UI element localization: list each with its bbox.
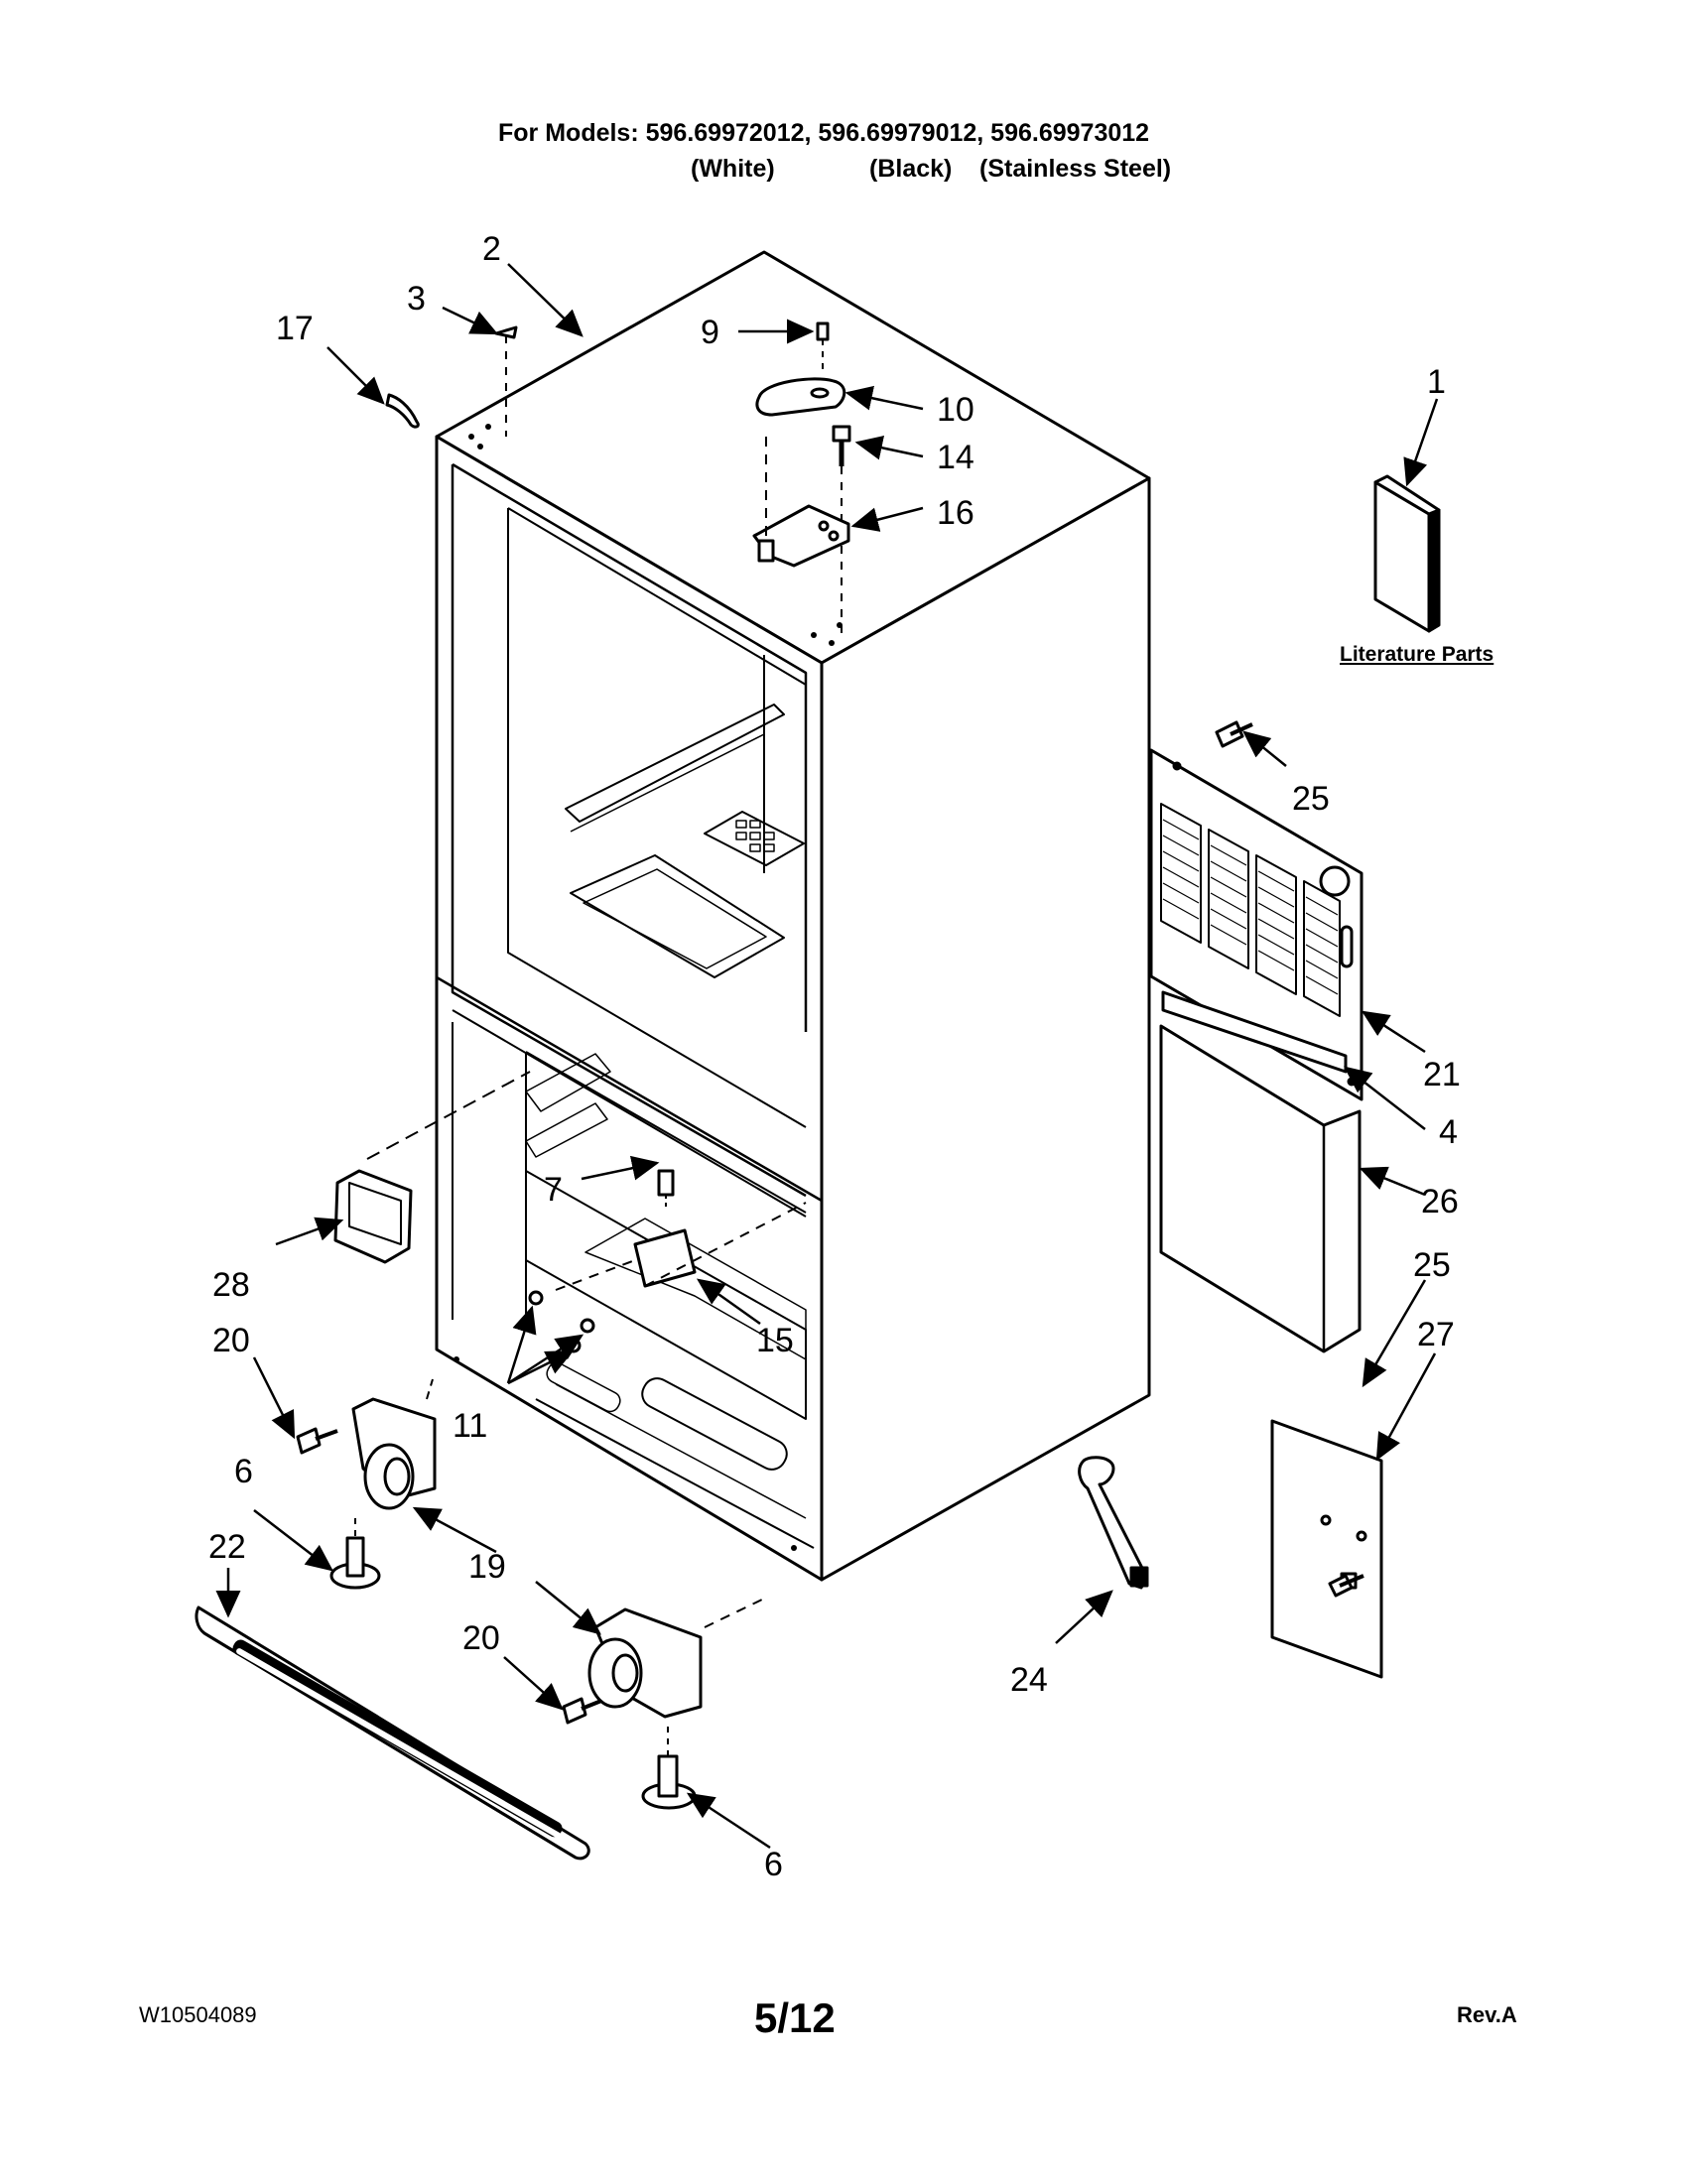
callout-14: 14 <box>937 439 974 476</box>
callout-1: 1 <box>1427 363 1446 401</box>
part-28-control <box>333 1071 531 1264</box>
part-19-roller-right <box>587 1597 767 1719</box>
callout-11: 11 <box>453 1407 487 1445</box>
part-20-screw-right <box>562 1697 602 1725</box>
literature-parts-book <box>1373 474 1441 633</box>
callout-24: 24 <box>1010 1661 1048 1699</box>
callout-25-top: 25 <box>1292 780 1330 818</box>
literature-parts-label: Literature Parts <box>1340 643 1494 666</box>
part-6-leveling-leg-left <box>329 1518 381 1590</box>
callout-26: 26 <box>1421 1183 1459 1220</box>
top-hinge-assembly <box>752 321 851 635</box>
callout-4: 4 <box>1439 1113 1458 1151</box>
callout-9: 9 <box>701 314 719 351</box>
part-24-wrench <box>1078 1456 1149 1590</box>
models-heading: For Models: 596.69972012, 596.69979012, … <box>498 119 1150 147</box>
callout-16: 16 <box>937 494 974 532</box>
part-7-pin <box>657 1169 675 1211</box>
part-6-leveling-leg-right <box>641 1727 697 1810</box>
callout-17: 17 <box>276 310 314 347</box>
document-id: W10504089 <box>139 2002 257 2027</box>
color-white-label: (White) <box>691 155 775 183</box>
callout-20-left: 20 <box>212 1322 250 1359</box>
callout-leaders <box>215 263 1439 1850</box>
callout-7: 7 <box>544 1171 563 1209</box>
callout-numbers: 1 2 3 4 6 6 7 9 10 11 14 15 16 17 19 20 … <box>208 230 1461 1883</box>
callout-27: 27 <box>1417 1316 1455 1353</box>
revision-label: Rev.A <box>1457 2002 1517 2027</box>
callout-3: 3 <box>407 280 426 318</box>
part-15-lower-hinge <box>555 1202 807 1291</box>
part-20-screw-left <box>296 1427 338 1455</box>
part-22-base-grille <box>195 1606 590 1861</box>
callout-20-right: 20 <box>462 1619 500 1657</box>
color-stainless-label: (Stainless Steel) <box>979 155 1172 183</box>
callout-6-right: 6 <box>764 1846 783 1883</box>
part-17-clip <box>385 393 420 429</box>
callout-25-bottom: 25 <box>1413 1246 1451 1284</box>
callout-21: 21 <box>1423 1056 1461 1093</box>
part-26-panel <box>1159 1024 1362 1353</box>
part-3-screw <box>494 325 518 437</box>
part-25-screws <box>1215 720 1364 1598</box>
refrigerator-cabinet <box>435 250 1151 1582</box>
callout-10: 10 <box>937 391 974 429</box>
callout-2: 2 <box>482 230 501 268</box>
callout-19-left: 19 <box>468 1548 506 1586</box>
callout-28: 28 <box>212 1266 250 1304</box>
part-27-rear-panel <box>1270 1419 1383 1679</box>
callout-22: 22 <box>208 1528 246 1566</box>
part-19-roller-left <box>351 1378 437 1510</box>
color-black-label: (Black) <box>869 155 953 183</box>
callout-15: 15 <box>756 1322 794 1359</box>
page-number: 5/12 <box>754 1994 836 2041</box>
callout-6-left: 6 <box>234 1453 253 1490</box>
